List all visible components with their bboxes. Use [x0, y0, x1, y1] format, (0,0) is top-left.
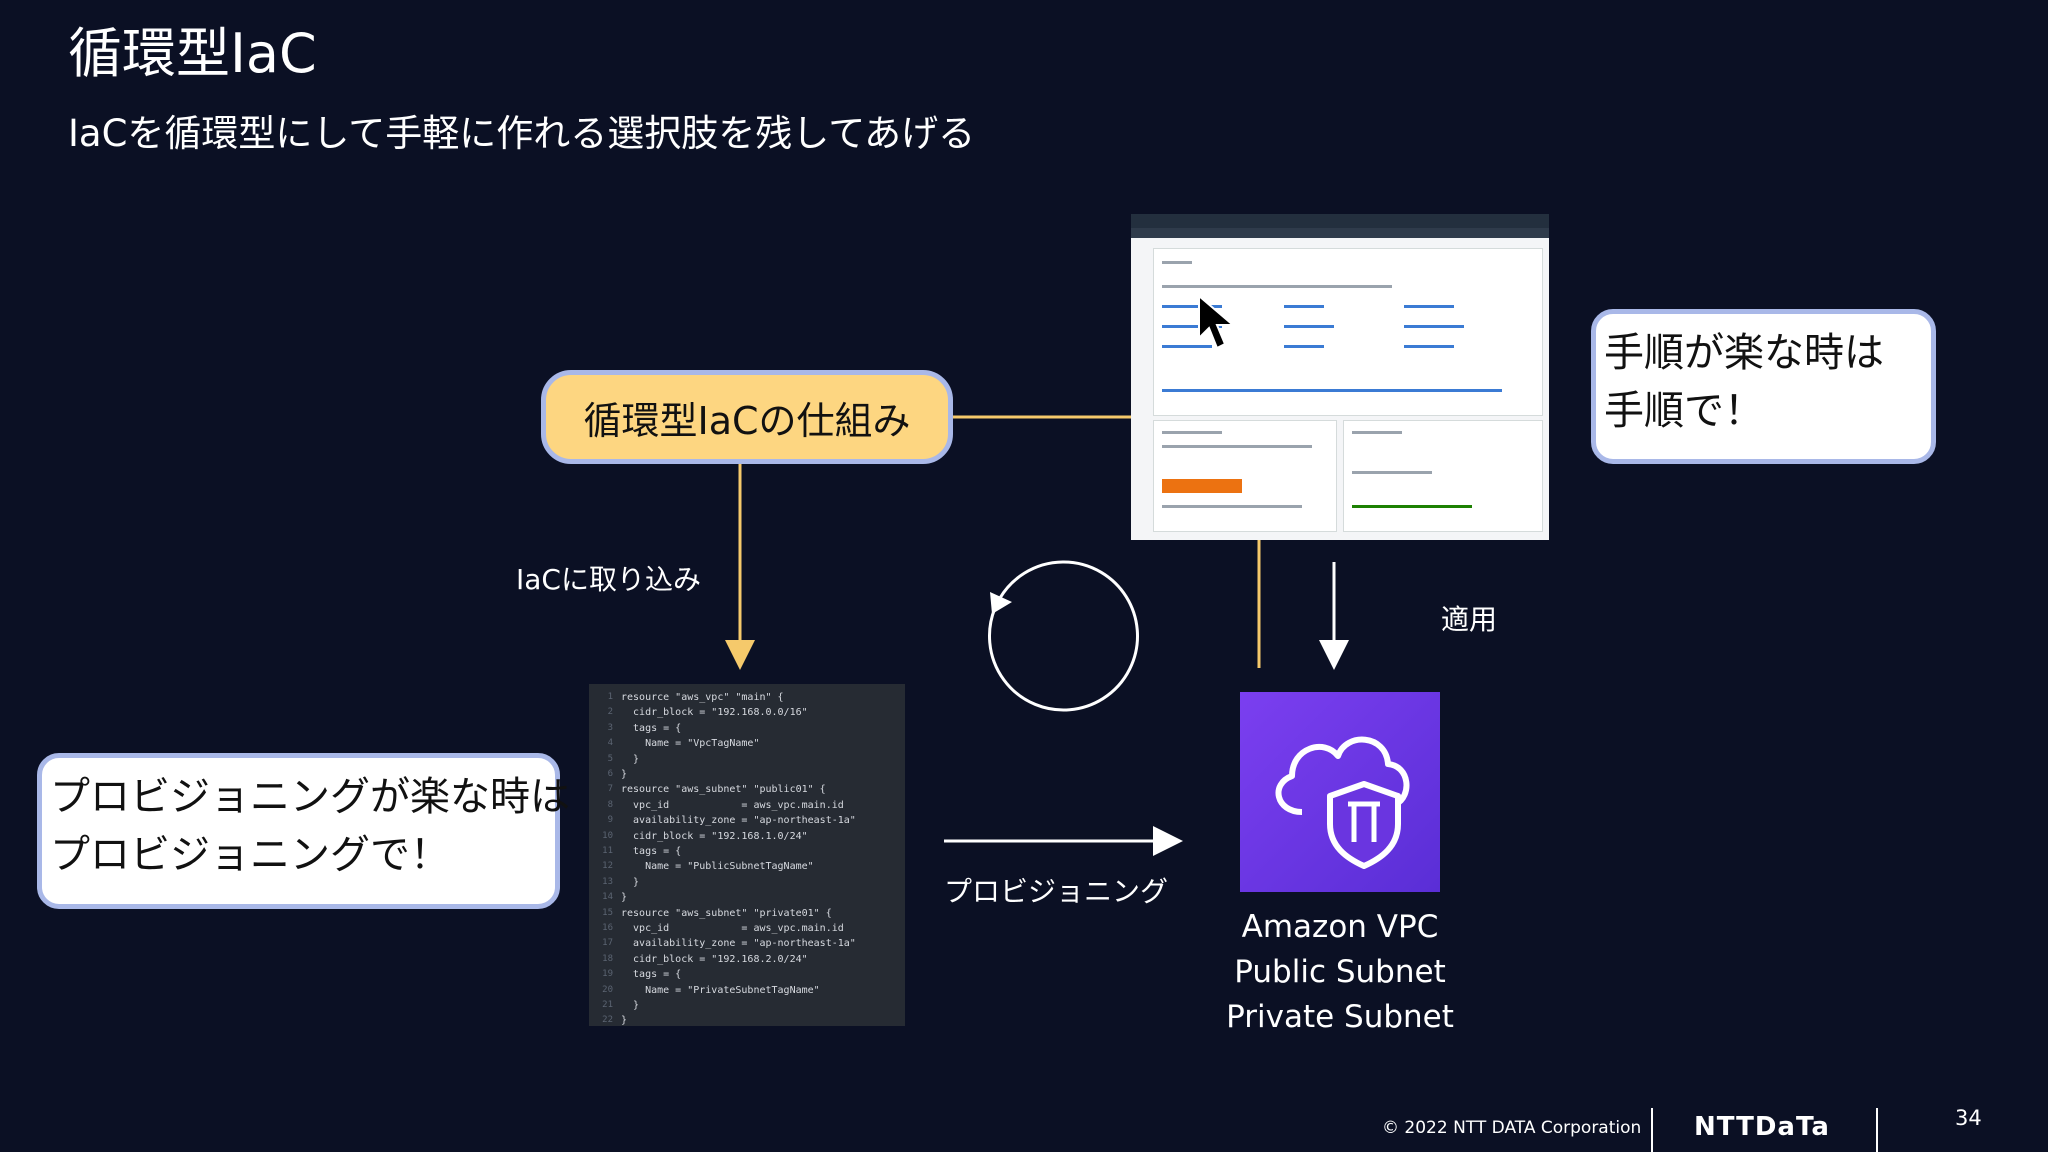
- callout-provisioning-line1: プロビジョニングが楽な時は: [50, 774, 570, 820]
- code-line: }: [621, 876, 640, 888]
- code-line: Name = "PublicSubnetTagName": [621, 861, 814, 873]
- code-line-number: 4: [607, 738, 613, 749]
- code-line-number: 19: [602, 969, 613, 980]
- code-line: availability_zone = "ap-northeast-1a": [621, 938, 856, 950]
- callout-procedure: 手順が楽な時は 手順で！: [1591, 309, 1936, 464]
- code-line-number: 17: [602, 938, 613, 949]
- terraform-code-screenshot: 1 resource "aws_vpc" "main" { 2 cidr_block…: [589, 684, 905, 1026]
- code-line-number: 22: [602, 1015, 613, 1026]
- console-launch-panel: [1153, 420, 1337, 532]
- code-line: vpc_id = aws_vpc.main.id: [621, 923, 844, 934]
- code-line: }: [621, 769, 628, 780]
- code-line-number: 6: [607, 769, 613, 779]
- provision-label: プロビジョニング: [944, 875, 1169, 908]
- page-number: 34: [1955, 1106, 1982, 1130]
- code-line: vpc_id = aws_vpc.main.id: [621, 799, 844, 811]
- code-line: Name = "PrivateSubnetTagName": [621, 984, 820, 996]
- code-line: tags = {: [621, 722, 682, 734]
- code-line: availability_zone = "ap-northeast-1a": [621, 815, 856, 827]
- console-resources-panel: [1153, 248, 1543, 416]
- code-line: resource "aws_vpc" "main" {: [621, 692, 784, 703]
- code-line-number: 18: [602, 953, 613, 964]
- callout-provisioning: プロビジョニングが楽な時は プロビジョニングで！: [37, 753, 570, 909]
- footer-divider: [1876, 1108, 1878, 1152]
- code-line-number: 5: [607, 753, 613, 764]
- code-line: tags = {: [621, 969, 682, 981]
- code-line-number: 13: [602, 876, 613, 887]
- import-label: IaCに取り込み: [516, 563, 701, 596]
- code-line: }: [621, 753, 640, 765]
- code-line: cidr_block = "192.168.1.0/24": [621, 830, 808, 842]
- console-tabbar: [1131, 228, 1549, 238]
- vpc-resource-list: Amazon VPC Public Subnet Private Subnet: [1180, 905, 1500, 1040]
- code-line: tags = {: [621, 846, 682, 857]
- code-line: }: [621, 1015, 628, 1026]
- slide-subtitle: IaCを循環型にして手軽に作れる選択肢を残してあげる: [68, 112, 976, 155]
- code-line: cidr_block = "192.168.0.0/16": [621, 707, 808, 719]
- code-line-number: 11: [602, 846, 613, 856]
- code-line-number: 1: [607, 692, 613, 702]
- mechanism-box: 循環型IaCの仕組み: [541, 370, 953, 464]
- callout-procedure-line2: 手順で！: [1604, 388, 1764, 434]
- code-line: resource "aws_subnet" "private01" {: [621, 907, 832, 919]
- vpc-line-3: Private Subnet: [1226, 999, 1454, 1035]
- apply-label: 適用: [1441, 603, 1498, 636]
- code-line-number: 3: [607, 722, 613, 733]
- code-line: }: [621, 1000, 640, 1011]
- footer-copyright: © 2022 NTT DATA Corporation: [1382, 1118, 1642, 1138]
- code-line-number: 8: [607, 799, 613, 810]
- code-line-number: 7: [607, 784, 613, 795]
- aws-console-screenshot: [1131, 214, 1549, 540]
- code-line-number: 12: [602, 861, 613, 872]
- vpc-cloud-shield-icon: [1275, 736, 1410, 869]
- ntt-data-logo: NTTDaTa: [1694, 1112, 1830, 1142]
- code-line: cidr_block = "192.168.2.0/24": [621, 953, 808, 965]
- code-line: resource "aws_subnet" "public01" {: [621, 784, 826, 796]
- vpc-tile: [1240, 692, 1440, 892]
- footer-divider: [1651, 1108, 1653, 1152]
- vpc-line-2: Public Subnet: [1234, 954, 1446, 990]
- vpc-line-1: Amazon VPC: [1241, 909, 1439, 945]
- cycle-arrow-icon: [988, 560, 1139, 712]
- console-topbar: [1131, 214, 1549, 228]
- console-status-panel: [1343, 420, 1543, 532]
- code-line-number: 20: [602, 984, 613, 995]
- code-line-number: 2: [607, 707, 613, 718]
- code-line-number: 10: [602, 830, 613, 841]
- code-line-number: 14: [602, 892, 613, 903]
- callout-provisioning-line2: プロビジョニングで！: [50, 832, 450, 878]
- mechanism-label: 循環型IaCの仕組み: [583, 398, 911, 443]
- code-line-number: 16: [602, 923, 613, 933]
- mouse-cursor-icon: [1198, 294, 1236, 350]
- callout-procedure-line1: 手順が楽な時は: [1604, 330, 1884, 376]
- code-line-number: 21: [602, 1000, 613, 1010]
- slide-title: 循環型IaC: [68, 22, 317, 85]
- code-line: }: [621, 892, 628, 904]
- code-line: Name = "VpcTagName": [621, 738, 760, 750]
- code-line-number: 9: [607, 815, 613, 826]
- code-line-number: 15: [602, 907, 613, 918]
